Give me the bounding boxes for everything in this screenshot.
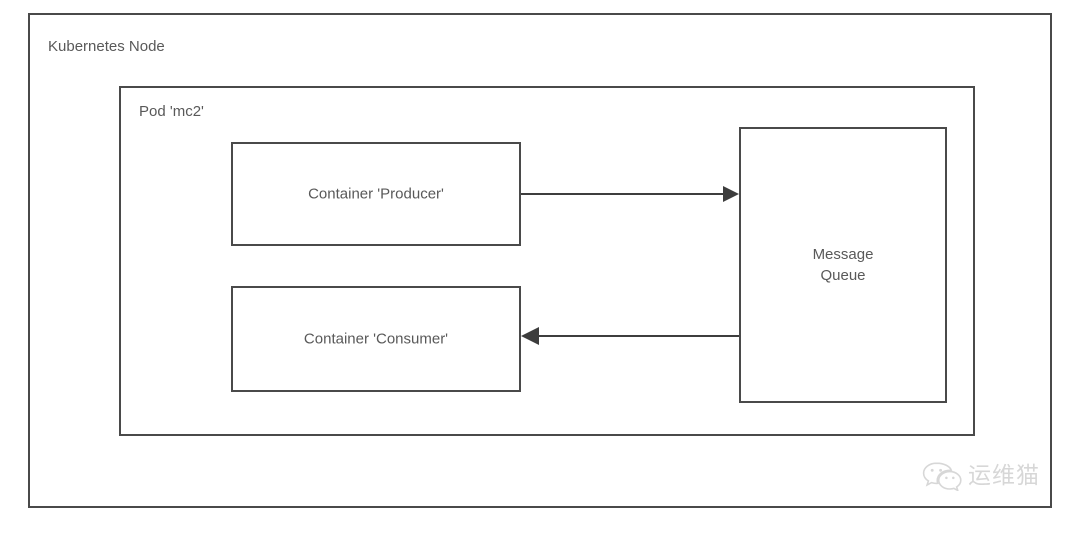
wechat-icon (922, 462, 962, 491)
arrow-producer-to-queue-head (723, 186, 739, 202)
arrow-queue-to-consumer-head (521, 327, 539, 345)
wechat-bubble-large-dot-right (939, 468, 943, 472)
pod-label: Pod 'mc2' (139, 103, 204, 120)
wechat-bubble-small-dot-right (952, 476, 955, 480)
arrow-queue-to-consumer (521, 327, 739, 345)
message-queue-box: Message Queue (739, 127, 947, 403)
container-consumer-box: Container 'Consumer' (231, 286, 521, 392)
kubernetes-node-label: Kubernetes Node (48, 38, 165, 55)
watermark-text: 运维猫 (968, 463, 1040, 489)
arrow-producer-to-queue (521, 186, 739, 202)
wechat-bubble-small-dot-left (945, 476, 948, 480)
wechat-bubble-large-dot-left (930, 468, 934, 472)
watermark: 运维猫 (922, 461, 1040, 491)
wechat-bubble-small (937, 470, 962, 491)
message-queue-label: Message Queue (812, 246, 874, 284)
container-consumer-label: Container 'Consumer' (303, 330, 449, 348)
container-producer-box: Container 'Producer' (231, 142, 521, 246)
wechat-bubble-large (922, 462, 953, 487)
container-producer-label: Container 'Producer' (308, 185, 444, 203)
